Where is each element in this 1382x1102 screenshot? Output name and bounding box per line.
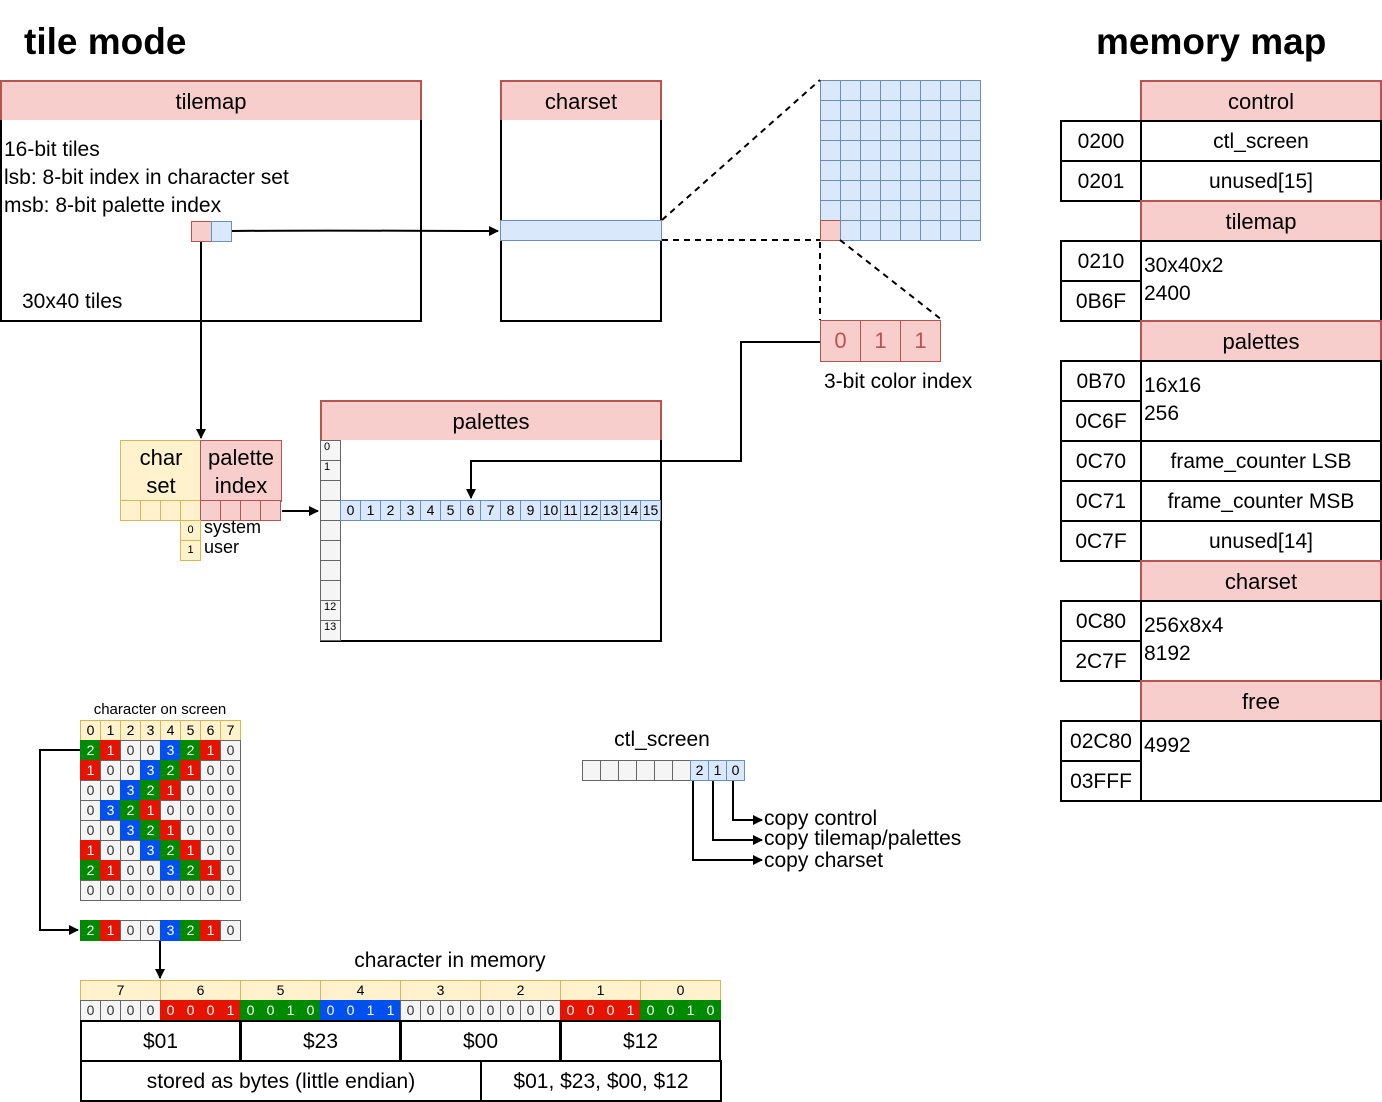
palette-entry: 4 — [420, 500, 441, 521]
char-pixel: 0 — [220, 880, 241, 901]
memory-section-header: free — [1140, 680, 1382, 722]
attr-option-label: system — [204, 517, 262, 537]
memory-address: 0C7F — [1060, 520, 1142, 562]
memory-description: frame_counter LSB — [1140, 440, 1382, 482]
char-pixel: 0 — [220, 860, 241, 881]
char-screen-title: character on screen — [93, 701, 227, 718]
memory-section-header: charset — [1140, 560, 1382, 602]
palette-entry: 15 — [640, 500, 661, 521]
tilemap-line-1: 16-bit tiles — [4, 138, 100, 161]
color-index-bit: 1 — [900, 320, 941, 362]
extract-pixel: 2 — [80, 920, 101, 941]
memory-description: 256x8x4 8192 — [1140, 600, 1382, 682]
tilemap-line-3: msb: 8-bit palette index — [4, 194, 222, 217]
memory-description: 30x40x2 2400 — [1140, 240, 1382, 322]
memory-description: 16x16 256 — [1140, 360, 1382, 442]
memory-address: 02C80 — [1060, 720, 1142, 762]
ctl-action-copy-tilemap: copy tilemap/palettes — [764, 827, 962, 850]
tile-mode-title: tile mode — [24, 21, 187, 62]
memory-address: 03FFF — [1060, 760, 1142, 802]
char-pixel: 0 — [120, 880, 141, 901]
memory-description: ctl_screen — [1140, 120, 1382, 162]
attr-charset-label: char set — [139, 445, 183, 498]
color-index-bit: 1 — [860, 320, 901, 362]
tilemap-line-2: lsb: 8-bit index in character set — [4, 166, 289, 189]
attr-charset-cell — [120, 440, 202, 502]
memory-address: 0210 — [1060, 240, 1142, 282]
memory-section-header: control — [1140, 80, 1382, 122]
ctl-action-copy-charset: copy charset — [764, 849, 884, 872]
attr-option-label: user — [204, 537, 240, 557]
color-index-bit: 0 — [820, 320, 861, 362]
charset-entry — [500, 220, 662, 241]
ctl-bit: 0 — [726, 760, 745, 781]
memory-address: 2C7F — [1060, 640, 1142, 682]
palette-entry: 12 — [580, 500, 601, 521]
character-pixel-grid — [820, 80, 982, 242]
memory-address: 0C71 — [1060, 480, 1142, 522]
extract-pixel: 1 — [100, 920, 121, 941]
stored-as-value: $01, $23, $00, $12 — [480, 1060, 722, 1102]
memory-address: 0201 — [1060, 160, 1142, 202]
char-pixel: 0 — [100, 880, 121, 901]
palette-row-index: 13 — [320, 620, 341, 641]
attr-palette-cell — [200, 440, 282, 502]
ctl-action-copy-control: copy control — [764, 807, 878, 830]
palette-entry: 14 — [620, 500, 641, 521]
memory-section-header: palettes — [1140, 320, 1382, 362]
memory-section-header: tilemap — [1140, 200, 1382, 242]
extract-pixel: 1 — [200, 920, 221, 941]
memory-map-title: memory map — [1096, 21, 1327, 62]
char-pixel: 0 — [220, 840, 241, 861]
memory-bit: 0 — [700, 1000, 721, 1021]
palette-entry: 13 — [600, 500, 621, 521]
ctl-bit: 1 — [708, 760, 727, 781]
attr-bit — [260, 500, 281, 521]
memory-description: 4992 — [1140, 720, 1382, 802]
pixel-cell — [960, 220, 981, 241]
tile-lsb-cell — [211, 221, 232, 242]
color-index-label: 3-bit color index — [824, 370, 973, 393]
char-memory-title: character in memory — [354, 949, 546, 972]
palette-entry: 10 — [540, 500, 561, 521]
ctl-screen-title: ctl_screen — [614, 728, 710, 751]
stored-as-label: stored as bytes (little endian) — [80, 1060, 482, 1102]
memory-description: unused[15] — [1140, 160, 1382, 202]
tilemap-tiles-label: 30x40 tiles — [22, 290, 123, 313]
char-pixel: 0 — [140, 880, 161, 901]
palette-row-index: 12 — [320, 600, 341, 621]
extract-pixel: 0 — [220, 920, 241, 941]
attr-palette-label: palette index — [207, 445, 275, 498]
palettes-box — [320, 440, 662, 642]
attr-bits — [120, 500, 282, 521]
attr-option-bit: 1 — [180, 540, 201, 561]
